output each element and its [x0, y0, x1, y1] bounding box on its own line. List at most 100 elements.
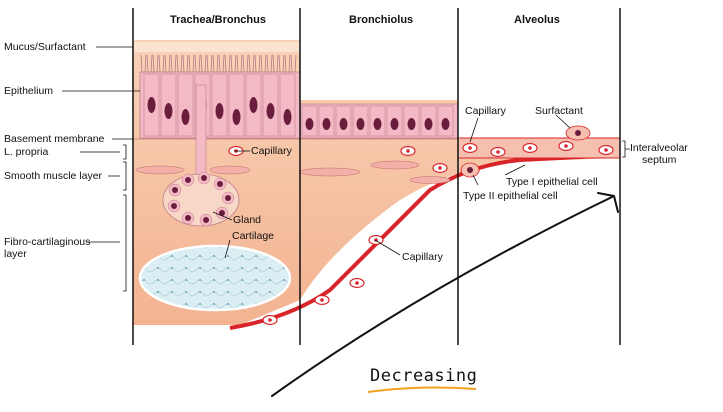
epithelial-cell — [279, 73, 296, 137]
cilium — [234, 54, 237, 73]
cilium — [278, 54, 281, 73]
red-cell-core — [468, 146, 472, 150]
cilium — [254, 54, 257, 73]
nucleus — [201, 175, 207, 181]
nucleus — [441, 118, 450, 130]
cilium — [210, 54, 213, 73]
alveolar-septum — [457, 137, 621, 159]
label-type2: Type II epithelial cell — [463, 190, 558, 202]
cilium — [146, 54, 149, 73]
cilium — [162, 54, 165, 73]
label-capillary-bronchiolus: Capillary — [402, 251, 443, 263]
cilium — [248, 54, 251, 73]
red-cell-core — [438, 166, 442, 170]
cilium — [218, 54, 221, 73]
cartilage — [138, 244, 292, 312]
nucleus — [217, 181, 223, 187]
epithelial-cell — [228, 73, 245, 137]
label-propria: L. propria — [4, 146, 49, 158]
cilium — [284, 54, 287, 73]
cilium — [204, 54, 207, 73]
cilium — [230, 54, 233, 73]
nucleus — [356, 118, 365, 130]
cilium — [206, 54, 209, 73]
cilium — [140, 54, 143, 73]
cilium — [186, 54, 189, 73]
cilium — [224, 54, 227, 73]
nucleus — [164, 103, 173, 119]
annotation-underline — [367, 386, 477, 393]
nucleus — [185, 177, 191, 183]
cilium — [282, 54, 285, 73]
nucleus — [424, 118, 433, 130]
nucleus — [232, 109, 241, 125]
red-cell-core — [320, 298, 324, 302]
label-gland: Gland — [233, 214, 262, 226]
cilium — [144, 54, 147, 73]
cilium — [168, 54, 171, 73]
cilium — [290, 54, 293, 73]
smooth-muscle — [135, 160, 451, 184]
cilium — [170, 54, 173, 73]
label-septum-1: Interalveolar — [630, 142, 688, 154]
cilium — [266, 54, 269, 73]
nucleus — [225, 195, 231, 201]
bronchiolus-cells — [301, 105, 454, 137]
label-cartilage: Cartilage — [232, 230, 275, 242]
red-cell-core — [355, 281, 359, 285]
nucleus — [249, 97, 258, 113]
cilium — [236, 54, 239, 73]
nucleus — [181, 109, 190, 125]
cilium — [242, 54, 245, 73]
cilium — [188, 54, 191, 73]
trachea-cells — [143, 73, 296, 137]
label-basement: Basement membrane — [4, 133, 105, 145]
label-septum-2: septum — [642, 154, 677, 166]
epithelial-cell — [177, 73, 194, 137]
nucleus — [266, 103, 275, 119]
nucleus — [215, 103, 224, 119]
nucleus — [467, 167, 473, 173]
cilium — [180, 54, 183, 73]
nucleus — [203, 217, 209, 223]
label-mucus: Mucus/Surfactant — [4, 41, 86, 53]
label-fibro-1: Fibro-cartilaginous — [4, 236, 91, 248]
label-capillary-alveolus: Capillary — [465, 105, 506, 117]
cilium — [176, 54, 179, 73]
cilium — [200, 54, 203, 73]
cilium — [276, 54, 279, 73]
cilium — [240, 54, 243, 73]
cilium — [260, 54, 263, 73]
nucleus — [147, 97, 156, 113]
nucleus — [322, 118, 331, 130]
label-capillary-trachea: Capillary — [251, 145, 292, 157]
cilium — [182, 54, 185, 73]
cilium — [264, 54, 267, 73]
nucleus — [373, 118, 382, 130]
label-smooth-muscle: Smooth muscle layer — [4, 170, 103, 182]
cilium — [288, 54, 291, 73]
red-cell-core — [496, 150, 500, 154]
cilium — [222, 54, 225, 73]
column-title-trachea: Trachea/Bronchus — [170, 14, 266, 26]
cilium — [150, 54, 153, 73]
blood-cells — [228, 125, 614, 326]
nucleus — [407, 118, 416, 130]
label-fibro-2: layer — [4, 248, 27, 260]
hand-arrow — [271, 192, 619, 397]
red-cell-core — [564, 144, 568, 148]
cilium — [194, 54, 197, 73]
cilium — [156, 54, 159, 73]
column-title-bronchiolus: Bronchiolus — [349, 14, 414, 26]
nucleus — [219, 210, 225, 216]
label-type1: Type I epithelial cell — [506, 176, 598, 188]
cilium — [252, 54, 255, 73]
label-surfactant: Surfactant — [535, 105, 583, 117]
nucleus — [171, 203, 177, 209]
nucleus — [185, 215, 191, 221]
nucleus — [305, 118, 314, 130]
cilium — [192, 54, 195, 73]
nucleus — [575, 130, 581, 136]
